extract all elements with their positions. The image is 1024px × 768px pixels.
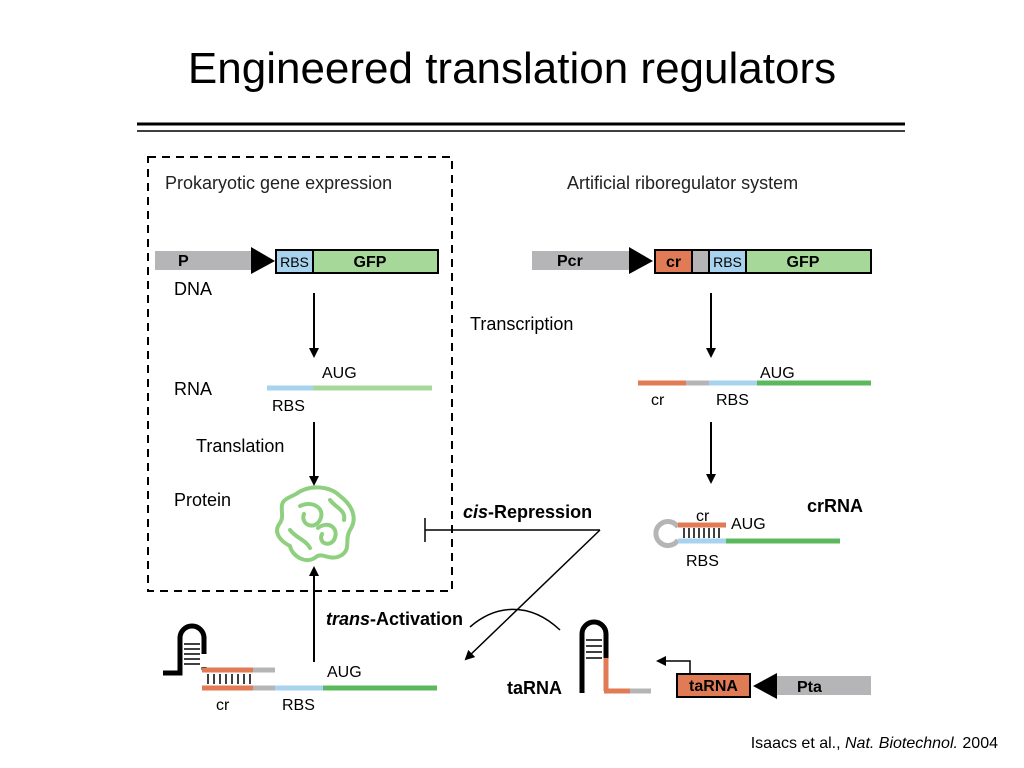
complex-hairpin-pairs: [184, 643, 200, 665]
prokaryotic-dashed-box: [147, 156, 453, 592]
left-rna-rbs-label: RBS: [272, 398, 305, 415]
right-aug-label: AUG: [760, 365, 795, 382]
crrna-loop: [653, 519, 681, 548]
right-rna-rbs-label: RBS: [716, 392, 749, 409]
crrna-rbs-label: RBS: [686, 553, 719, 570]
complex-cr-label: cr: [216, 697, 230, 714]
transcription-label: Transcription: [470, 314, 573, 334]
trans-activation-curve: [469, 608, 561, 631]
tarna-gene-box: [676, 673, 751, 698]
right-promoter-label: Pcr: [557, 253, 583, 270]
trans-prefix: trans: [326, 609, 370, 629]
left-rbs-label: RBS: [280, 254, 309, 270]
right-promoter-arrowhead: [629, 247, 653, 274]
cis-suffix: -Repression: [488, 502, 592, 522]
protein-label: Protein: [174, 490, 231, 510]
complex-base-pairs: [207, 674, 251, 684]
right-gfp-label: GFP: [787, 254, 820, 271]
tarna-gene-construct: taRNA Pta: [656, 656, 871, 699]
tarna-structure: taRNA: [507, 619, 651, 698]
left-dna-construct: P RBS GFP: [155, 247, 439, 274]
trans-suffix: -Activation: [370, 609, 463, 629]
crrna-aug-label: AUG: [731, 516, 766, 533]
left-aug-label: AUG: [322, 365, 357, 382]
pta-arrowhead: [753, 673, 777, 699]
tarna-hairpin-loop: [579, 619, 609, 658]
crrna-label: crRNA: [807, 496, 863, 516]
trans-activation-label: trans-Activation: [326, 609, 463, 629]
left-dna-label: DNA: [174, 279, 212, 299]
right-rbs-label: RBS: [713, 254, 742, 270]
tarna-gene-label: taRNA: [689, 678, 738, 695]
complex-aug-label: AUG: [327, 664, 362, 681]
right-cr-label: cr: [666, 254, 681, 271]
pta-label: Pta: [797, 679, 822, 696]
right-rna-cr-label: cr: [651, 392, 665, 409]
crrna-cr-label: cr: [696, 508, 710, 525]
right-dna-construct: Pcr cr RBS GFP: [532, 247, 872, 274]
citation-authors: Isaacs et al.,: [750, 735, 845, 752]
complex-rbs-label: RBS: [282, 697, 315, 714]
left-promoter-arrowhead: [251, 247, 275, 274]
translation-label: Translation: [196, 436, 284, 456]
left-rna-label: RNA: [174, 379, 212, 399]
left-promoter-bar: [155, 251, 255, 270]
activated-complex: AUG cr RBS: [163, 623, 437, 714]
crrna-structure: cr AUG RBS crRNA: [653, 496, 863, 570]
complex-hairpin-loop: [177, 623, 207, 654]
left-gfp-label: GFP: [354, 254, 387, 271]
right-spacer-box: [691, 249, 710, 274]
citation-year: 2004: [957, 735, 998, 752]
cis-repression-label: cis-Repression: [463, 502, 592, 522]
cis-prefix: cis: [463, 502, 488, 522]
right-panel-heading: Artificial riboregulator system: [567, 173, 798, 193]
protein-icon: [275, 485, 356, 563]
right-promoter-bar: [532, 251, 632, 270]
title-underline: [137, 122, 905, 132]
left-gfp-box: [312, 249, 439, 274]
tarna-hairpin-pairs: [586, 639, 602, 659]
cis-repression-diagonal: [464, 529, 601, 661]
slide-title: Engineered translation regulators: [187, 44, 837, 93]
pta-promoter-bar: [777, 676, 871, 695]
citation-journal: Nat. Biotechnol.: [845, 735, 958, 752]
right-gfp-box: [745, 249, 872, 274]
left-panel-heading: Prokaryotic gene expression: [165, 173, 392, 193]
complex-tarna-backbone: [163, 654, 183, 676]
tarna-label: taRNA: [507, 678, 562, 698]
crrna-base-pairs: [683, 528, 720, 538]
tarna-transcription-start: [656, 656, 691, 677]
citation: Isaacs et al., Nat. Biotechnol. 2004: [751, 735, 998, 753]
left-promoter-label: P: [178, 253, 189, 270]
